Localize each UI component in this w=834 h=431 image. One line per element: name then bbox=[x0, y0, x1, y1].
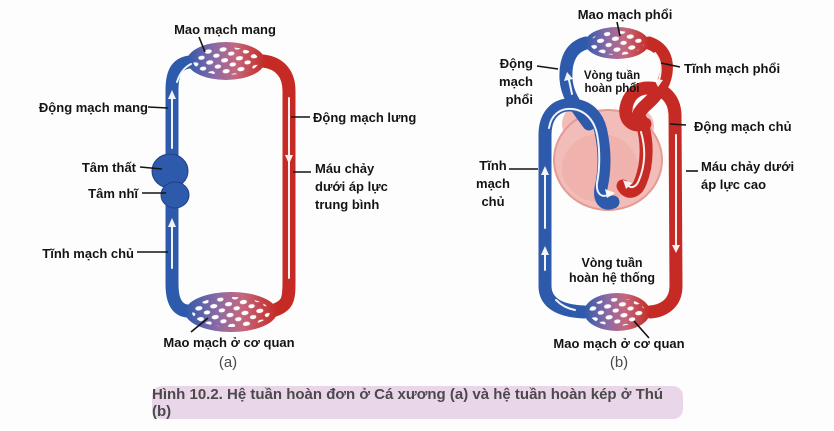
leader-lines bbox=[137, 21, 698, 339]
label-vena-cava-b: Tĩnh mạch chủ bbox=[476, 158, 510, 209]
heart-red-chamber-loop bbox=[616, 113, 653, 198]
label-pulmonary-circuit: Vòng tuần hoàn phổi bbox=[583, 70, 641, 95]
gill-capillary-network bbox=[187, 42, 265, 80]
label-ventricle: Tâm thất bbox=[81, 160, 136, 175]
label-gill-artery: Động mạch mang bbox=[38, 100, 148, 115]
figure-caption: Hình 10.2. Hệ tuần hoàn đơn ở Cá xương (… bbox=[152, 386, 683, 420]
organ-capillary-network-a bbox=[185, 292, 277, 332]
organ-capillary-network-b bbox=[584, 293, 650, 331]
label-atrium: Tâm nhĩ bbox=[88, 186, 138, 201]
flow-arrows-b bbox=[541, 52, 680, 311]
label-pulmonary-artery: Động mạch phổi bbox=[499, 56, 533, 107]
figure-letter-a: (a) bbox=[218, 354, 238, 371]
label-pressure-high: Máu chảy dưới áp lực cao bbox=[701, 159, 795, 192]
label-lung-capillaries: Mao mạch phổi bbox=[577, 7, 673, 22]
label-vena-cava-a: Tĩnh mạch chủ bbox=[42, 246, 134, 261]
fish-heart bbox=[151, 153, 190, 209]
aorta-vessel bbox=[619, 81, 683, 319]
label-aorta: Động mạch chủ bbox=[694, 119, 792, 134]
figure-letter-b: (b) bbox=[609, 354, 629, 371]
dorsal-vessel-red-a bbox=[256, 54, 296, 318]
label-pulmonary-vein: Tĩnh mạch phổi bbox=[684, 61, 781, 76]
label-dorsal-artery: Động mạch lưng bbox=[313, 110, 417, 125]
diagram-b-mammal bbox=[538, 27, 683, 331]
label-organ-capillaries-a: Mao mạch ở cơ quan bbox=[163, 335, 295, 350]
lung-capillary-network bbox=[585, 27, 649, 59]
flow-arrows-a bbox=[168, 63, 293, 279]
label-systemic-circuit: Vòng tuần hoàn hệ thống bbox=[568, 256, 656, 285]
vena-cava-vessel-b bbox=[538, 98, 620, 319]
label-pressure-medium: Máu chảy dưới áp lực trung bình bbox=[315, 161, 388, 212]
label-organ-capillaries-b: Mao mạch ở cơ quan bbox=[553, 336, 685, 351]
diagram-a-fish bbox=[151, 42, 296, 332]
label-gill-capillaries: Mao mạch mang bbox=[174, 22, 276, 37]
